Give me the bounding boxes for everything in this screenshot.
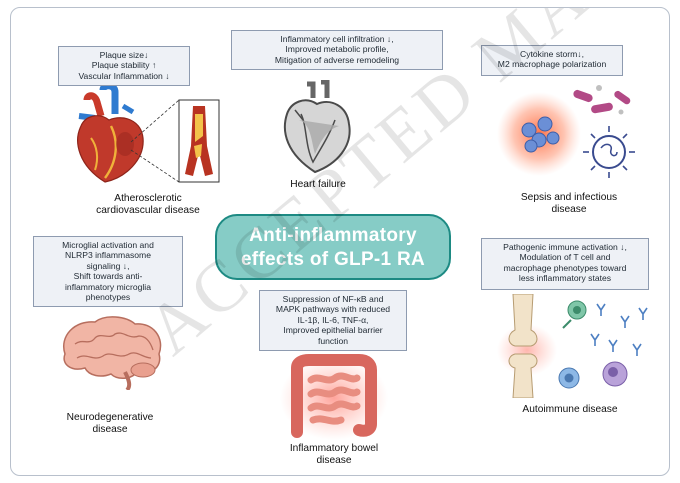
neuro-effect-1: Microglial activation and bbox=[62, 240, 154, 250]
ascvd-effect-1: Plaque size↓ bbox=[99, 50, 149, 60]
neuro-effect-2: NLRP3 inflammasome bbox=[65, 250, 151, 261]
autoimmune-effect-4: less inflammatory states bbox=[518, 273, 612, 284]
ascvd-label: Atherosclerotic cardiovascular disease bbox=[73, 193, 223, 217]
autoimmune-label: Autoimmune disease bbox=[505, 404, 635, 416]
center-title-line-2: effects of GLP-1 RA bbox=[240, 249, 426, 270]
ascvd-label-line-2: cardiovascular disease bbox=[96, 205, 200, 216]
neuro-effect-6: phenotypes bbox=[85, 292, 131, 303]
ascvd-effect-3: Vascular Inflammation ↓ bbox=[78, 70, 170, 81]
ibd-label-line-2: disease bbox=[316, 455, 352, 466]
sepsis-effect-1: Cytokine storm↓, bbox=[520, 49, 584, 59]
sepsis-label-line-2: disease bbox=[551, 204, 587, 215]
autoimmune-effects-box: Pathogenic immune activation ↓, Modulati… bbox=[481, 238, 649, 290]
ibd-effect-3: IL-1β, IL-6, TNF-α, bbox=[297, 314, 369, 325]
neuro-label-line-1: Neurodegenerative bbox=[66, 412, 154, 423]
autoimmune-effect-1: Pathogenic immune activation ↓, bbox=[503, 242, 627, 252]
autoimmune-effect-2: Modulation of T cell and bbox=[519, 252, 611, 263]
ascvd-effects-box: Plaque size↓ Plaque stability ↑ Vascular… bbox=[58, 46, 190, 86]
neuro-label: Neurodegenerative disease bbox=[45, 412, 175, 436]
sepsis-label-line-1: Sepsis and infectious bbox=[520, 192, 618, 203]
sepsis-label: Sepsis and infectious disease bbox=[509, 192, 629, 216]
joint-immune-cells-illustration bbox=[497, 294, 648, 398]
neuro-effect-5: inflammatory microglia bbox=[65, 281, 151, 292]
heart-failure-label-line-1: Heart failure bbox=[290, 179, 346, 190]
heart-failure-effects-box: Inflammatory cell infiltration ↓, Improv… bbox=[231, 30, 443, 70]
figure-frame: Anti-inflammatory effects of GLP-1 RA Pl… bbox=[10, 7, 670, 476]
brain-illustration bbox=[62, 316, 162, 390]
ibd-effects-box: Suppression of NF-κB and MAPK pathways w… bbox=[259, 290, 407, 351]
ascvd-label-line-1: Atherosclerotic bbox=[114, 193, 182, 204]
sepsis-effects-box: Cytokine storm↓, M2 macrophage polarizat… bbox=[481, 45, 623, 76]
center-title-box: Anti-inflammatory effects of GLP-1 RA bbox=[215, 214, 451, 280]
autoimmune-effect-3: macrophage phenotypes toward bbox=[503, 262, 627, 273]
center-title-line-1: Anti-inflammatory bbox=[249, 225, 417, 246]
neuro-label-line-2: disease bbox=[92, 424, 128, 435]
heart-failure-effect-1: Inflammatory cell infiltration ↓, bbox=[280, 34, 394, 44]
failing-heart-illustration bbox=[283, 80, 351, 174]
ibd-effect-4: Improved epithelial barrier bbox=[283, 325, 383, 336]
heart-failure-label: Heart failure bbox=[263, 179, 373, 191]
ibd-label-line-1: Inflammatory bowel bbox=[289, 443, 379, 454]
ascvd-effect-2: Plaque stability ↑ bbox=[91, 60, 157, 71]
neuro-effects-box: Microglial activation and NLRP3 inflamma… bbox=[33, 236, 183, 307]
intestine-illustration bbox=[280, 354, 388, 440]
neuro-effect-4: Shift towards anti- bbox=[73, 271, 143, 282]
ibd-effect-5: function bbox=[317, 335, 349, 346]
ibd-label: Inflammatory bowel disease bbox=[269, 443, 399, 467]
heart-failure-effect-2: Improved metabolic profile, bbox=[285, 44, 389, 55]
autoimmune-label-line-1: Autoimmune disease bbox=[522, 404, 618, 415]
sepsis-pathogen-illustration bbox=[497, 85, 635, 178]
heart-artery-illustration bbox=[77, 86, 220, 183]
ibd-effect-1: Suppression of NF-κB and bbox=[282, 294, 384, 304]
heart-failure-effect-3: Mitigation of adverse remodeling bbox=[274, 54, 400, 65]
sepsis-effect-2: M2 macrophage polarization bbox=[497, 59, 607, 70]
neuro-effect-3: signaling ↓, bbox=[86, 260, 130, 271]
ibd-effect-2: MAPK pathways with reduced bbox=[275, 304, 391, 315]
